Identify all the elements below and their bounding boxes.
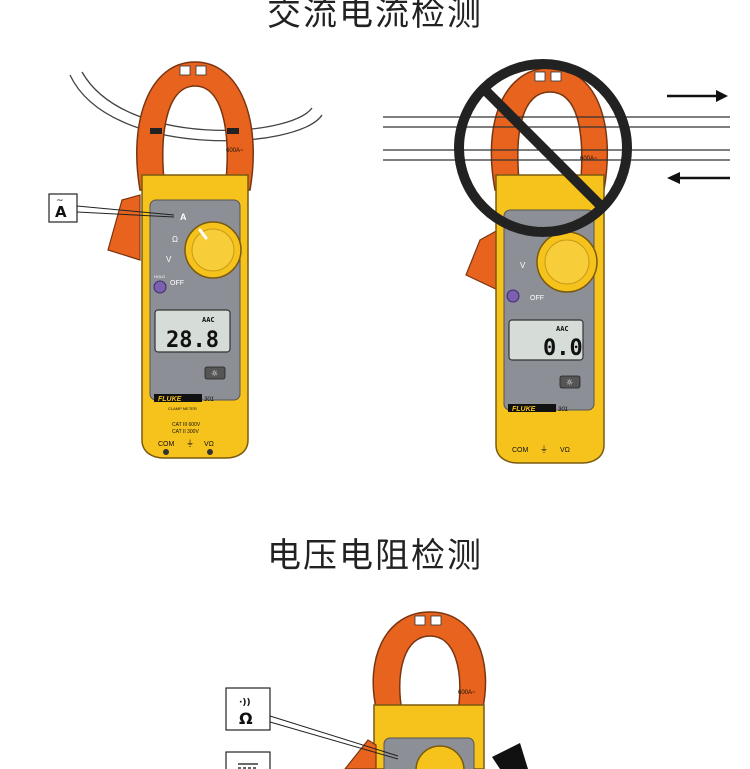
trigger-lever [107, 194, 141, 261]
ground-icon: ⏚ [186, 439, 194, 448]
com-label: COM [158, 441, 175, 448]
jaw-marker-right [195, 65, 207, 76]
cat-bottom-label: CAT II 300V [172, 429, 199, 435]
continuity-sound-icon: ·)) [239, 698, 251, 708]
lcd-value: 0.0 [543, 336, 583, 361]
callout-continuity-line-2 [269, 721, 399, 760]
brand-bar [154, 394, 202, 402]
callout-current-label: A [55, 203, 67, 221]
cat-top-label: CAT III 600V [172, 422, 201, 428]
model-label: 301 [204, 397, 214, 403]
prohibition-icon [454, 59, 632, 237]
brand-label: FLUKE [158, 396, 182, 403]
ac-tilde-icon: ~ [56, 196, 64, 206]
dial-label-off: OFF [170, 280, 184, 287]
dial-label-off: OFF [530, 295, 544, 302]
lcd-unit: AAC [202, 316, 215, 324]
jaw-marker-left [534, 71, 546, 82]
vohm-jack[interactable] [207, 449, 213, 455]
prohibition-slash [480, 85, 606, 211]
model-label: 301 [558, 407, 568, 413]
lcd-value: 28.8 [166, 328, 219, 353]
rotary-knob-inner [191, 228, 235, 272]
backlight-icon: ☼ [566, 378, 573, 387]
arrow-left-icon [667, 172, 680, 184]
callout-current: ~ A [48, 193, 175, 223]
wire-curve-inner [81, 71, 313, 132]
callout-current-line [76, 205, 175, 216]
callout-voltage [225, 751, 271, 769]
hold-button[interactable] [506, 289, 520, 303]
ground-icon: ⏚ [540, 445, 548, 454]
clamp-jaws [136, 61, 254, 191]
com-jack[interactable] [163, 449, 169, 455]
jaw-slot-left [150, 128, 162, 134]
brand-label: FLUKE [512, 406, 536, 413]
wire-curve-outer [69, 74, 323, 142]
callout-continuity: ·)) Ω [225, 687, 399, 760]
jaw-range-label: 600A~ [226, 148, 244, 154]
backlight-button[interactable] [204, 366, 226, 380]
vohm-label: VΩ [204, 441, 214, 448]
clamp-jaws [490, 67, 609, 191]
callout-continuity-label: Ω [239, 709, 253, 728]
section-title-voltage-resistance: 电压电阻检测 [267, 536, 483, 576]
com-label: COM [512, 447, 529, 454]
test-lead-probe [492, 743, 528, 769]
clamp-meter-left: 600A~ A Ω V OFF HOLD AAC 28.8 ☼ FLUKE 30… [69, 61, 323, 459]
prohibition-ring [454, 59, 632, 237]
vohm-label: VΩ [560, 447, 570, 454]
backlight-icon: ☼ [211, 369, 218, 378]
hold-label: HOLD [154, 274, 165, 279]
rotary-knob-inner [544, 239, 590, 285]
callout-current-line-2 [76, 211, 175, 218]
parallel-wires [383, 116, 730, 161]
dial-label-a: A [180, 212, 187, 222]
jaw-marker-left [414, 615, 426, 626]
lcd-screen [508, 319, 584, 361]
clamp-jaws [372, 611, 487, 713]
callout-box-voltage [225, 751, 271, 769]
trigger-lever [465, 228, 499, 291]
current-direction-arrows [667, 90, 730, 184]
callout-box-continuity [225, 687, 271, 731]
jaw-range-label: 600A~ [458, 690, 476, 696]
backlight-button[interactable] [559, 375, 581, 389]
jaw-marker-left [179, 65, 191, 76]
dial-label-v: V [166, 255, 172, 264]
jaw-marker-right [430, 615, 442, 626]
section-title-ac-current: 交流电流检测 [267, 0, 483, 34]
callout-continuity-line [269, 715, 399, 757]
clamp-meter-bottom: 600A~ [344, 611, 528, 769]
callout-box-current [48, 193, 78, 223]
clamp-meter-right: 600A~ A V OFF AAC 0.0 ☼ FLUKE 301 COM ⏚ … [465, 67, 609, 464]
knob-pointer [198, 228, 208, 240]
arrow-right-icon [716, 90, 728, 102]
lcd-unit: AAC [556, 325, 569, 333]
jaw-marker-right [550, 71, 562, 82]
subtitle-label: CLAMP METER [168, 406, 197, 411]
rotary-knob[interactable] [415, 745, 465, 769]
lcd-screen [154, 309, 231, 353]
jaw-slot-right [227, 128, 239, 134]
hold-button[interactable] [153, 280, 167, 294]
dial-label-ohm: Ω [172, 235, 178, 244]
trigger-lever [344, 739, 377, 769]
dial-label-v: V [520, 261, 526, 270]
jaw-range-label: 600A~ [580, 156, 598, 162]
brand-bar [508, 404, 556, 412]
